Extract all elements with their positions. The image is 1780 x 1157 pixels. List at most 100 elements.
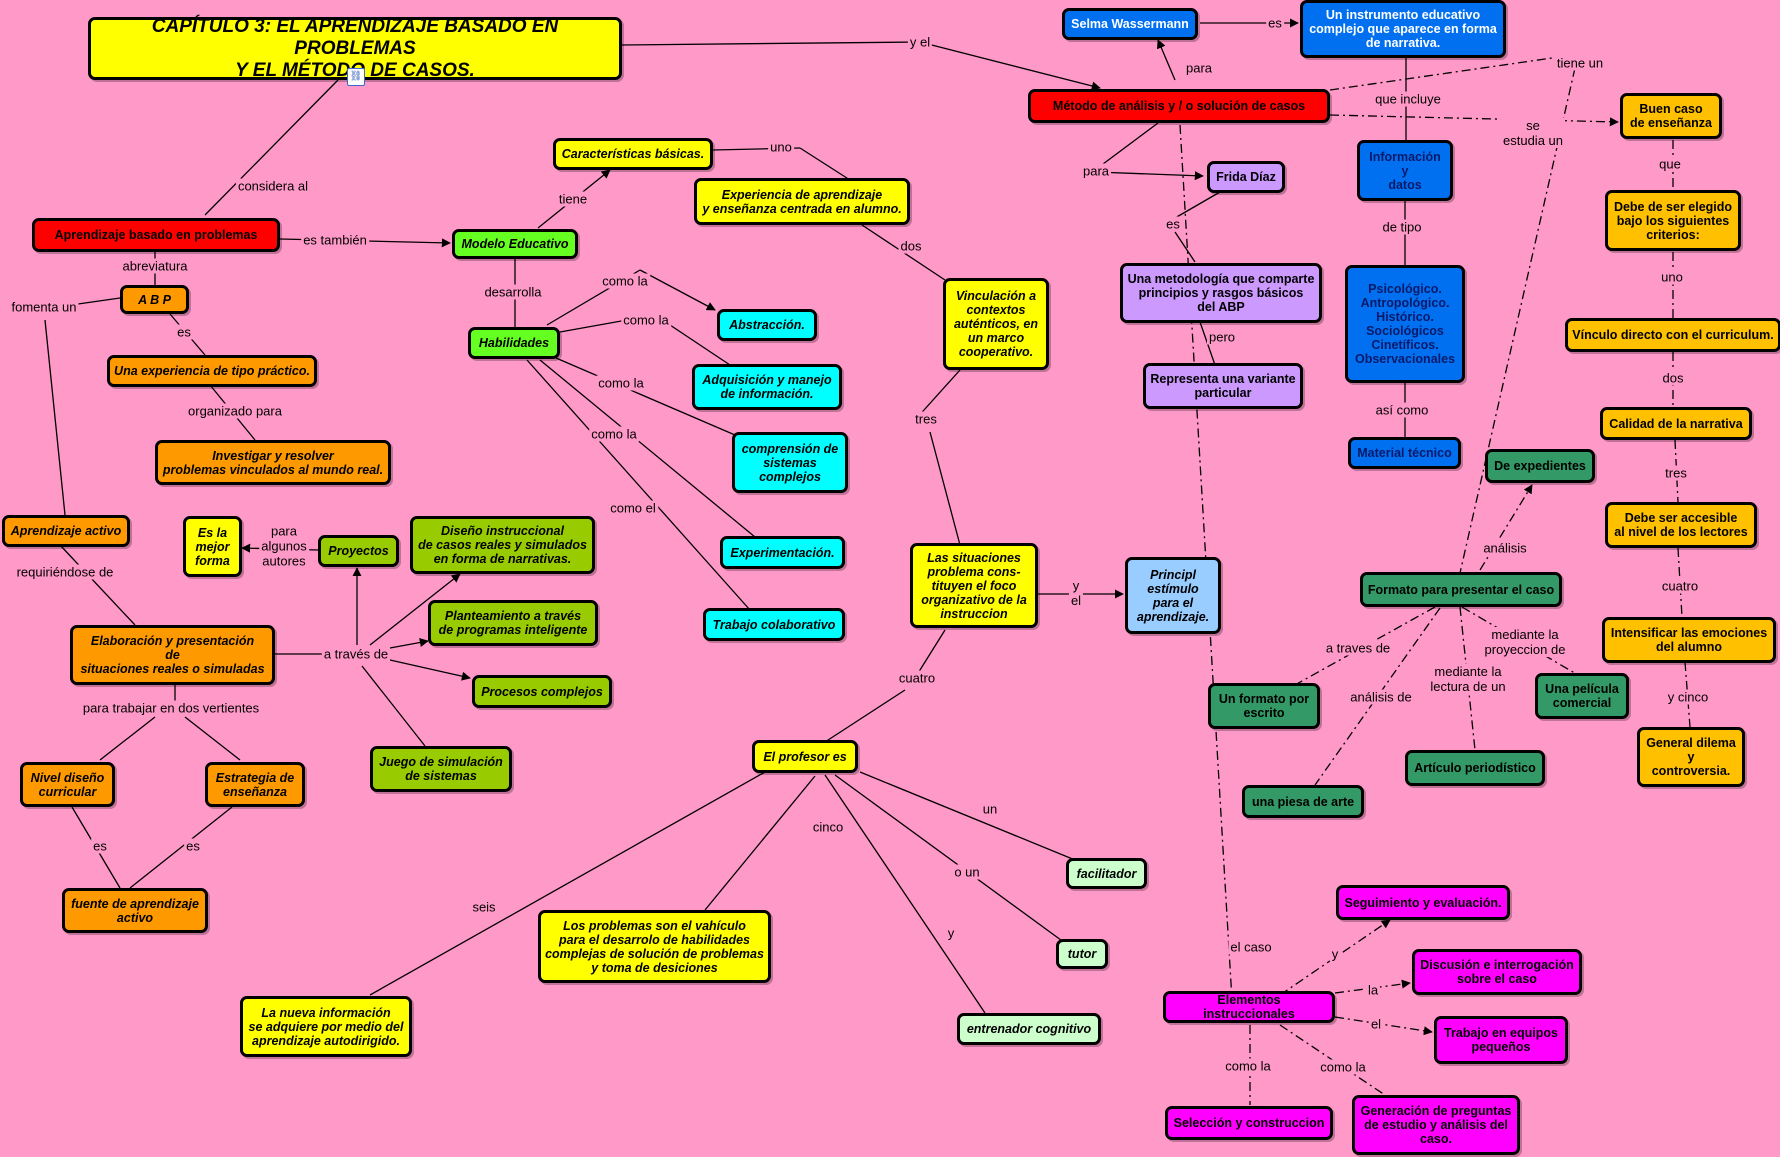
- link-label: como la: [621, 312, 671, 328]
- node-generacion[interactable]: Generación de preguntas de estudio y aná…: [1352, 1095, 1520, 1155]
- edge-prof-prob: [704, 775, 816, 911]
- link-label: uno: [1659, 269, 1685, 285]
- node-metodo[interactable]: Método de análisis y / o solución de cas…: [1028, 89, 1330, 123]
- edge-es-metod: [1174, 231, 1196, 263]
- link-label: pero: [1206, 329, 1238, 345]
- node-adquisicion[interactable]: Adquisición y manejo de información.: [692, 364, 842, 410]
- link-label: uno: [768, 139, 794, 155]
- node-vinculo[interactable]: Vínculo directo con el curriculum.: [1565, 318, 1780, 352]
- link-label: que: [1657, 156, 1683, 172]
- node-mejor-forma[interactable]: Es la mejor forma: [183, 516, 242, 577]
- link-label: requiriéndose de: [14, 564, 116, 580]
- edge-prof-nueva: [369, 771, 766, 996]
- node-dilema[interactable]: General dilema y controversia.: [1637, 727, 1745, 787]
- link-label: mediante la proyeccion de: [1482, 627, 1568, 657]
- node-discusion[interactable]: Discusión e interrogación sobre el caso: [1412, 949, 1582, 995]
- node-elementos[interactable]: Elementos instruccionales: [1163, 991, 1335, 1023]
- node-elaboracion[interactable]: Elaboración y presentación de situacione…: [70, 625, 275, 685]
- node-debe-elegido[interactable]: Debe de ser elegido bajo los siguientes …: [1605, 190, 1741, 251]
- node-metodologia[interactable]: Una metodología que comparte principios …: [1120, 263, 1322, 323]
- node-profesor[interactable]: El profesor es: [752, 740, 858, 773]
- edge-metodo-para: [1094, 122, 1159, 171]
- node-trabajo-eq[interactable]: Trabajo en equipos pequeños: [1434, 1016, 1568, 1064]
- node-estrategia[interactable]: Estrategia de enseñanza: [205, 762, 305, 807]
- link-label: para trabajar en dos vertientes: [80, 700, 262, 716]
- node-experiencia[interactable]: Experiencia de aprendizaje y enseñanza c…: [694, 178, 910, 225]
- node-modelo[interactable]: Modelo Educativo: [452, 229, 578, 259]
- node-fuente[interactable]: fuente de aprendizaje activo: [62, 888, 208, 933]
- node-habilidades[interactable]: Habilidades: [468, 327, 560, 359]
- edge-prof-entren: [824, 774, 986, 1014]
- node-escrito[interactable]: Un formato por escrito: [1208, 683, 1320, 729]
- node-formato[interactable]: Formato para presentar el caso: [1360, 572, 1562, 607]
- node-nueva-info[interactable]: La nueva información se adquiere por med…: [240, 996, 412, 1057]
- node-accesible[interactable]: Debe ser accesible al nivel de los lecto…: [1605, 502, 1757, 548]
- node-investigar[interactable]: Investigar y resolver problemas vinculad…: [155, 440, 391, 485]
- node-trabajo-colab[interactable]: Trabajo colaborativo: [703, 608, 845, 641]
- edge-prof-facil: [859, 771, 1076, 861]
- node-frida[interactable]: Frida Díaz: [1207, 161, 1285, 193]
- node-situaciones[interactable]: Las situaciones problema cons- tituyen e…: [910, 543, 1038, 628]
- node-expedientes[interactable]: De expedientes: [1485, 449, 1595, 483]
- node-nivel-diseno[interactable]: Nivel diseño curricular: [20, 762, 115, 807]
- link-label: como la: [1223, 1058, 1273, 1074]
- node-entrenador[interactable]: entrenador cognitivo: [957, 1013, 1101, 1045]
- edge-yel-metodo: [919, 41, 1101, 91]
- node-tutor[interactable]: tutor: [1056, 939, 1108, 969]
- link-label: de tipo: [1380, 219, 1424, 235]
- node-material[interactable]: Material técnico: [1348, 437, 1461, 469]
- edge-estr-fuente: [129, 806, 233, 889]
- node-seguimiento[interactable]: Seguimiento y evaluación.: [1336, 885, 1510, 920]
- node-abp[interactable]: Aprendizaje basado en problemas: [32, 218, 280, 252]
- node-procesos[interactable]: Procesos complejos: [472, 675, 612, 708]
- node-variante[interactable]: Representa una variante particular: [1143, 363, 1303, 409]
- node-diseno-instr[interactable]: Diseño instruccional de casos reales y s…: [410, 516, 595, 574]
- node-seleccion[interactable]: Selección y construccion: [1165, 1106, 1333, 1140]
- node-vinculacion[interactable]: Vinculación a contextos auténticos, en u…: [943, 278, 1049, 370]
- node-abp-short[interactable]: A B P: [120, 285, 189, 314]
- link-label: es: [1266, 15, 1284, 31]
- node-pieza[interactable]: una piesa de arte: [1242, 785, 1364, 818]
- link-label: análisis: [1481, 540, 1529, 556]
- node-juego-sim[interactable]: Juego de simulación de sistemas: [370, 746, 512, 792]
- edge-title-yel: [619, 41, 921, 46]
- edge-activo-elab: [59, 544, 136, 626]
- node-abstraccion[interactable]: Abstracción.: [717, 309, 817, 341]
- link-label: o un: [952, 864, 982, 880]
- node-planteamiento[interactable]: Planteamiento a través de programas inte…: [428, 600, 598, 646]
- node-comprension[interactable]: comprensión de sistemas complejos: [732, 432, 848, 493]
- link-label: es: [184, 838, 202, 854]
- node-calidad[interactable]: Calidad de la narrativa: [1600, 407, 1752, 440]
- edge-cuatro-prof: [824, 689, 906, 743]
- node-exp-practica[interactable]: Una experiencia de tipo práctico.: [107, 355, 317, 387]
- node-intensificar[interactable]: Intensificar las emociones del alumno: [1602, 617, 1776, 663]
- node-facilitador[interactable]: facilitador: [1066, 858, 1147, 889]
- node-problemas[interactable]: Los problemas son el vahículo para el de…: [538, 910, 771, 983]
- link-label: a través de: [321, 646, 391, 662]
- edge-hab-abs: [639, 269, 716, 311]
- node-caracteristicas[interactable]: Características básicas.: [553, 138, 713, 170]
- node-articulo[interactable]: Artículo periodístico: [1405, 750, 1545, 786]
- link-label: y el: [907, 34, 933, 50]
- link-label: y cinco: [1665, 689, 1711, 705]
- link-label: el caso: [1228, 939, 1274, 955]
- edge-fomenta-activo: [44, 319, 66, 516]
- link-icon[interactable]: ⛓: [347, 68, 365, 86]
- link-label: y: [1329, 946, 1341, 962]
- link-label: como el: [608, 500, 658, 516]
- edge-formato-exp: [1479, 484, 1533, 571]
- node-informacion[interactable]: Información y datos: [1357, 140, 1453, 201]
- edge-formato-pel: [1461, 606, 1579, 676]
- node-aprendizaje-activo[interactable]: Aprendizaje activo: [2, 515, 130, 547]
- node-principal[interactable]: Principl estímulo para el aprendizaje.: [1125, 557, 1221, 634]
- node-experimentacion[interactable]: Experimentación.: [720, 536, 845, 569]
- node-buen-caso[interactable]: Buen caso de enseñanza: [1620, 93, 1722, 139]
- node-selma[interactable]: Selma Wassermann: [1062, 8, 1198, 40]
- node-instrumento[interactable]: Un instrumento educativo complejo que ap…: [1300, 0, 1506, 58]
- node-psico[interactable]: Psicológico. Antropológico. Histórico. S…: [1345, 265, 1465, 383]
- node-pelicula[interactable]: Una película comercial: [1535, 673, 1629, 719]
- node-proyectos[interactable]: Proyectos: [318, 535, 399, 567]
- edge-hab-expe: [539, 359, 756, 538]
- edge-para-frida: [1094, 171, 1204, 181]
